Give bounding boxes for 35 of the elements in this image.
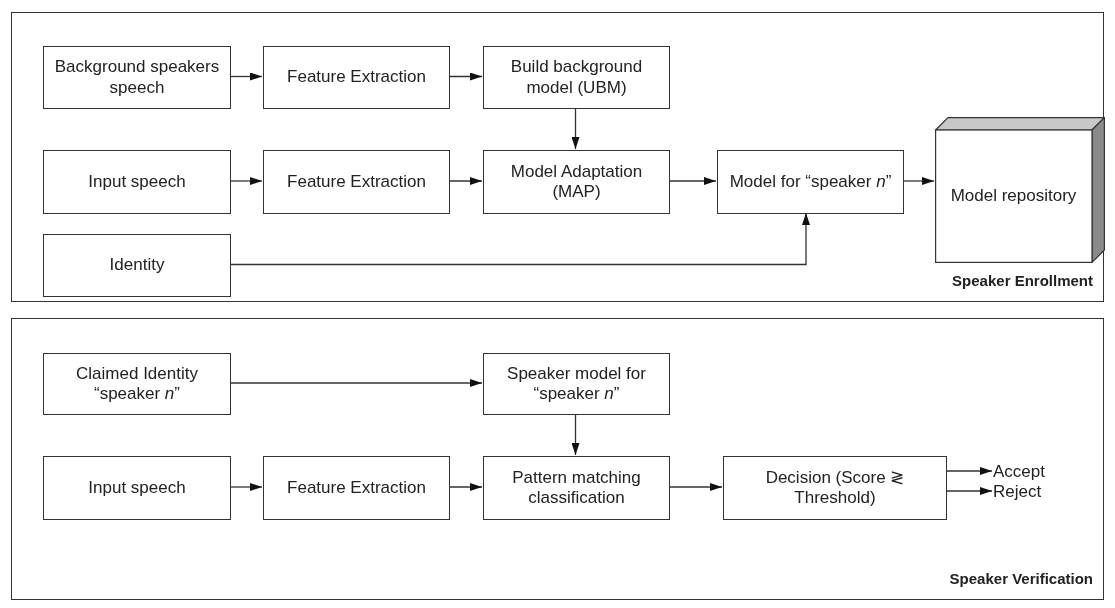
arrow <box>571 107 580 150</box>
process-box: Input speech <box>43 150 231 214</box>
process-box: Pattern matching classification <box>483 456 670 520</box>
process-box: Claimed Identity “speaker n” <box>43 353 231 415</box>
process-box: Identity <box>43 234 231 297</box>
arrow <box>229 72 263 81</box>
arrow <box>448 177 483 185</box>
process-box: Model Adaptation (MAP) <box>483 150 670 214</box>
process-box: Speaker model for “speaker n” <box>483 353 670 415</box>
arrow <box>668 177 717 185</box>
process-box: Feature Extraction <box>263 456 450 520</box>
section-panel <box>11 318 1104 600</box>
process-box: Decision (Score ≷ Threshold) <box>723 456 947 520</box>
arrow <box>945 467 993 475</box>
process-box: Background speakers speech <box>43 46 231 109</box>
section-title: Speaker Verification <box>949 570 1093 587</box>
arrow <box>229 483 263 491</box>
arrow <box>945 487 993 495</box>
process-box: Input speech <box>43 456 231 520</box>
outcome-label: Reject <box>993 482 1053 502</box>
arrow <box>448 72 483 81</box>
process-box: Model for “speaker n” <box>717 150 904 214</box>
section-panel <box>11 12 1104 302</box>
arrow <box>448 483 483 491</box>
process-box: Feature Extraction <box>263 46 450 109</box>
arrow <box>229 379 483 387</box>
process-box: Build background model (UBM) <box>483 46 670 109</box>
arrow <box>902 177 935 185</box>
arrow <box>229 177 263 185</box>
arrow <box>571 413 580 456</box>
section-title: Speaker Enrollment <box>952 272 1093 289</box>
process-box: Feature Extraction <box>263 150 450 214</box>
outcome-label: Accept <box>993 462 1053 482</box>
arrow <box>229 212 810 266</box>
arrow <box>668 483 723 491</box>
